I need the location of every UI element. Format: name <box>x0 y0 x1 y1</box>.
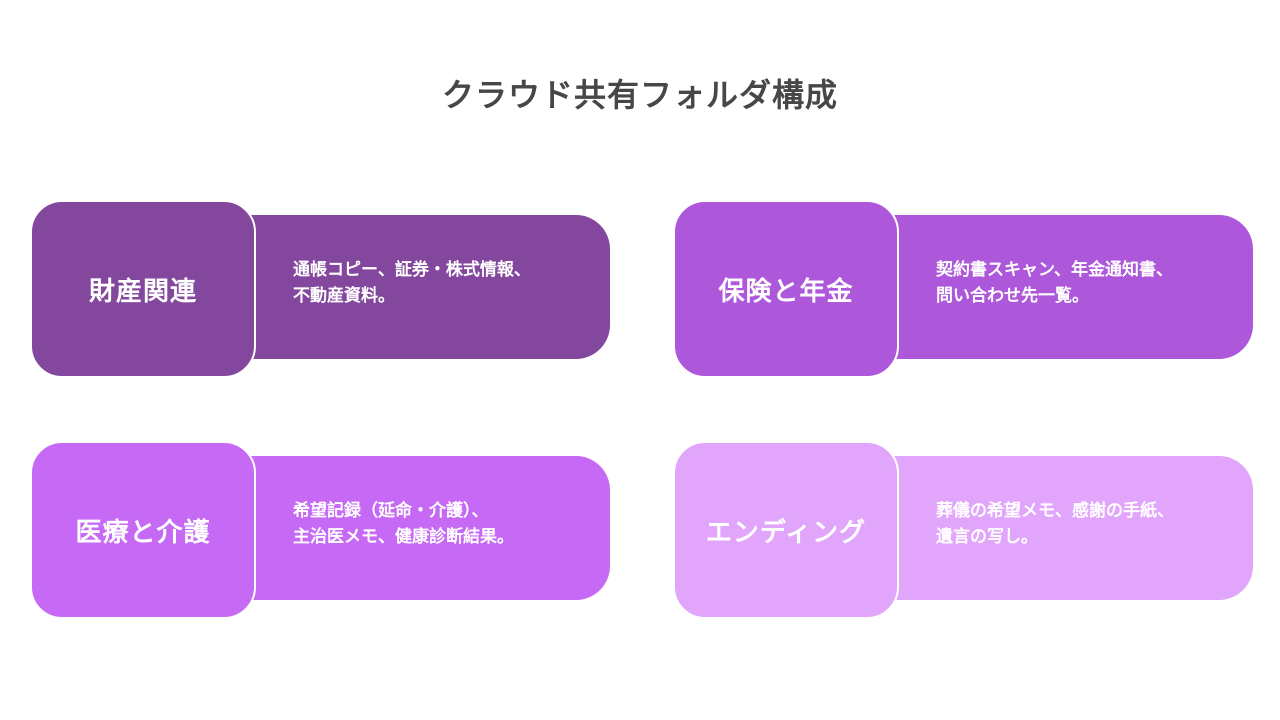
folder-card-medical-care: 希望記録（延命・介護）、 主治医メモ、健康診断結果。 医療と介護 <box>30 441 610 619</box>
folder-description-line: 問い合わせ先一覧。 <box>936 286 1089 306</box>
folder-description-box: 通帳コピー、証券・株式情報、 不動産資料。 <box>230 215 610 359</box>
folder-label: 保険と年金 <box>718 276 854 307</box>
folder-description-line: 契約書スキャン、年金通知書、 <box>936 260 1173 280</box>
folder-description-line: 不動産資料。 <box>293 286 395 306</box>
folder-label: 財産関連 <box>88 276 197 307</box>
folder-description: 葬儀の希望メモ、感謝の手紙、 遺言の写し。 <box>936 498 1174 550</box>
folder-description-line: 通帳コピー、証券・株式情報、 <box>293 260 531 280</box>
folder-card-assets: 通帳コピー、証券・株式情報、 不動産資料。 財産関連 <box>30 200 610 378</box>
folder-label-box: 医療と介護 <box>30 441 256 619</box>
diagram-title: クラウド共有フォルダ構成 <box>441 76 838 114</box>
folder-description: 通帳コピー、証券・株式情報、 不動産資料。 <box>293 257 531 309</box>
folder-description: 契約書スキャン、年金通知書、 問い合わせ先一覧。 <box>936 257 1173 309</box>
folder-label-box: エンディング <box>673 441 899 619</box>
folder-label: 医療と介護 <box>75 517 211 548</box>
folder-label: エンディング <box>705 517 867 548</box>
folder-card-ending: 葬儀の希望メモ、感謝の手紙、 遺言の写し。 エンディング <box>673 441 1253 619</box>
folder-label-box: 財産関連 <box>30 200 256 378</box>
folder-description: 希望記録（延命・介護）、 主治医メモ、健康診断結果。 <box>293 498 514 550</box>
folder-label-box: 保険と年金 <box>673 200 899 378</box>
folder-description-box: 契約書スキャン、年金通知書、 問い合わせ先一覧。 <box>873 215 1253 359</box>
folder-description-box: 希望記録（延命・介護）、 主治医メモ、健康診断結果。 <box>230 456 610 600</box>
folder-description-line: 希望記録（延命・介護）、 <box>293 501 489 521</box>
folder-card-insurance-pension: 契約書スキャン、年金通知書、 問い合わせ先一覧。 保険と年金 <box>673 200 1253 378</box>
folder-description-line: 遺言の写し。 <box>936 527 1038 547</box>
folder-description-line: 葬儀の希望メモ、感謝の手紙、 <box>936 501 1174 521</box>
folder-description-box: 葬儀の希望メモ、感謝の手紙、 遺言の写し。 <box>873 456 1253 600</box>
folder-description-line: 主治医メモ、健康診断結果。 <box>293 527 514 547</box>
